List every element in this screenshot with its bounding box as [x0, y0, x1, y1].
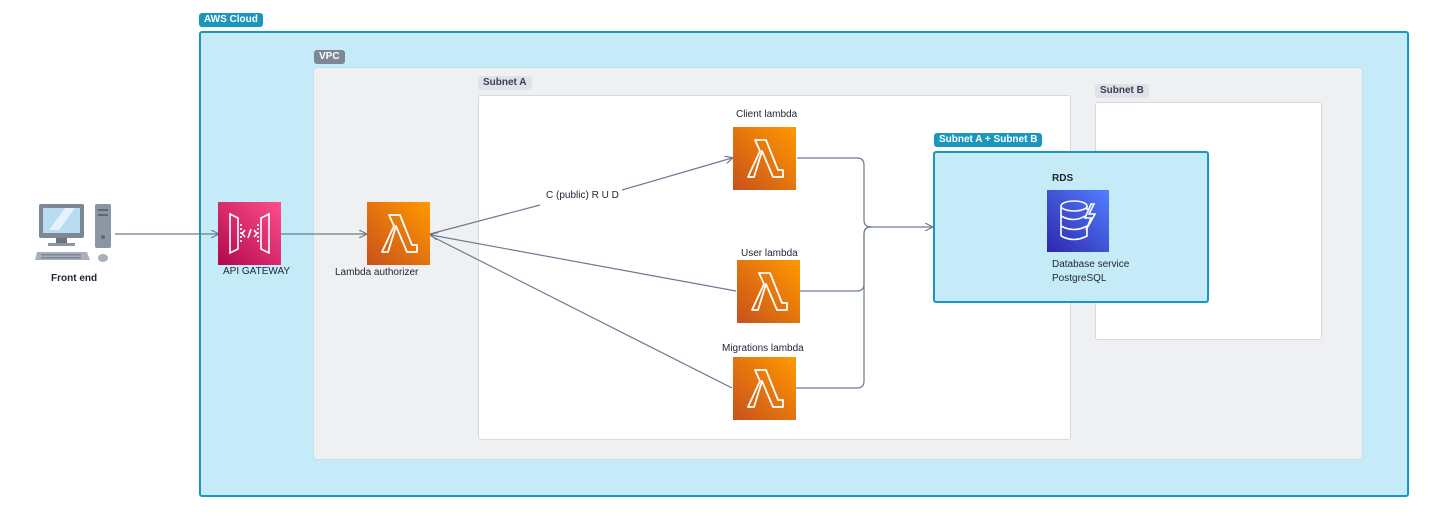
client-lambda-label: Client lambda [736, 109, 798, 120]
lambda-authorizer-icon [367, 202, 430, 270]
rds-label: RDS [1052, 173, 1074, 184]
edge-migrations-to-rds [796, 226, 872, 389]
edge-client-to-rds [797, 157, 932, 227]
client-lambda-icon [733, 127, 796, 195]
crud-edge-label: C (public) R U D [546, 190, 619, 201]
subnet-b-tag: Subnet B [1095, 84, 1149, 98]
migrations-lambda-icon [733, 357, 796, 425]
aws-cloud-tag: AWS Cloud [199, 13, 263, 27]
edge-migrations-to-authorizer [430, 235, 733, 389]
vpc-tag: VPC [314, 50, 345, 64]
edge-authorizer-client-b [621, 158, 732, 191]
edge-authorizer-client-a [430, 204, 541, 234]
db-engine-label: PostgreSQL [1052, 273, 1107, 284]
lambda-authorizer-label: Lambda authorizer [335, 267, 419, 278]
desktop-computer-icon [35, 203, 115, 270]
api-gateway-label: API GATEWAY [223, 266, 291, 277]
user-lambda-label: User lambda [741, 248, 798, 259]
subnet-a-tag: Subnet A [478, 76, 532, 90]
db-service-label: Database service [1052, 259, 1130, 270]
edge-user-to-rds [800, 226, 872, 292]
dynamodb-database-icon [1047, 190, 1109, 257]
user-lambda-icon [737, 260, 800, 328]
subnet-ab-tag: Subnet A + Subnet B [934, 133, 1043, 147]
api-gateway-icon [218, 202, 281, 270]
edge-user-to-authorizer [431, 235, 737, 292]
migrations-lambda-label: Migrations lambda [722, 343, 804, 354]
front-end-label: Front end [51, 273, 98, 284]
